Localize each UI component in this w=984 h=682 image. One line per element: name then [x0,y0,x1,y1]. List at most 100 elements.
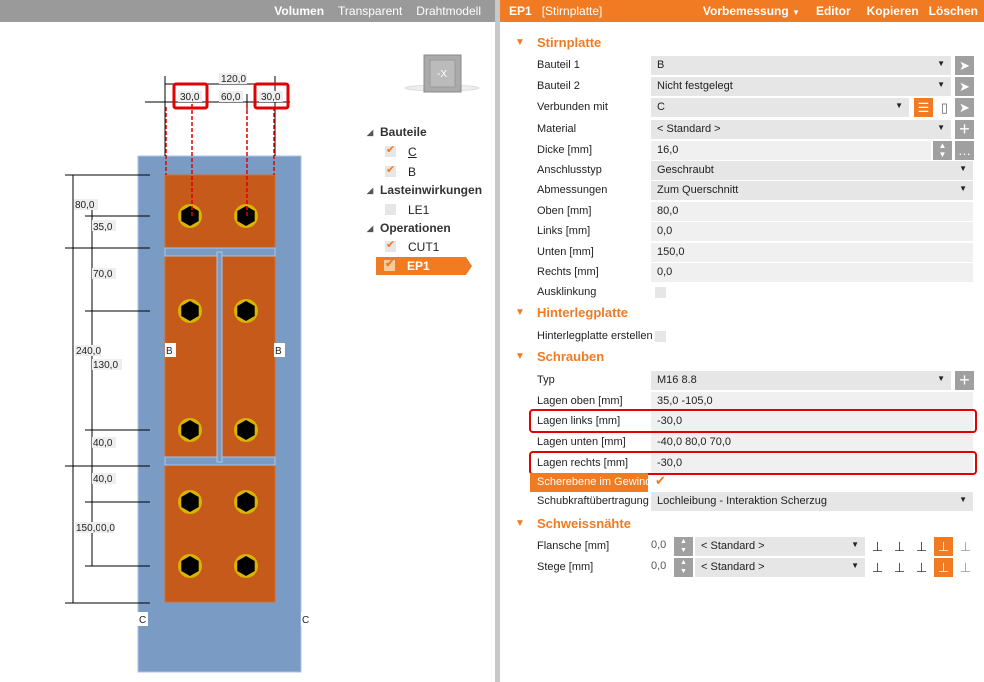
row-hinterleg-erstellen: Hinterlegplatte erstellen [500,327,984,347]
weld-none-icon[interactable]: ⊥ [959,539,972,554]
lagen-links-input[interactable]: -30,0 [651,412,973,431]
kopieren-button[interactable]: Kopieren [866,4,919,18]
dim-40-b: 40,0 [93,474,113,485]
editor-button[interactable]: Editor [815,4,851,18]
scherebene-checkbox[interactable]: ✔ [655,473,666,488]
row-lagen-rechts: Lagen rechts [mm]-30,0 [500,454,984,474]
tree-group-lasteinwirkungen[interactable]: ◢Lasteinwirkungen [367,183,483,197]
operation-header: EP1 [Stirnplatte] Vorbemessung ▼ Editor … [500,0,984,22]
lagen-unten-input[interactable]: -40,0 80,0 70,0 [651,433,973,452]
rechts-input[interactable]: 0,0 [651,263,973,282]
checkbox-le1[interactable] [385,204,396,215]
tree-item-le1[interactable]: LE1 [385,203,429,217]
row-lagen-links: Lagen links [mm]-30,0 [500,412,984,432]
stege-stepper[interactable]: ▲▼ [674,558,693,577]
more-options-icon[interactable]: … [955,141,974,160]
unten-input[interactable]: 150,0 [651,243,973,262]
checkbox-cut1[interactable] [385,238,396,252]
add-material-icon[interactable]: + [955,120,974,139]
highlight-lagen-rechts [529,451,977,475]
dim-80: 80,0 [75,200,95,211]
weld-none-icon[interactable]: ⊥ [959,560,972,575]
lagen-oben-input[interactable]: 35,0 -105,0 [651,392,973,411]
dicke-input[interactable]: 16,0 [651,141,931,160]
stege-size: 0,0 [651,560,667,572]
add-bolt-icon[interactable]: + [955,371,974,390]
column-label-left: C [139,615,146,626]
bauteil2-select[interactable]: Nicht festgelegt▼ [651,77,951,96]
ausklinkung-checkbox[interactable] [655,287,666,298]
view-mode-volumen[interactable]: Volumen [274,4,325,18]
oben-input[interactable]: 80,0 [651,202,973,221]
material-select[interactable]: < Standard >▼ [651,120,951,139]
tree-item-cut1[interactable]: CUT1 [385,238,439,254]
weld-full-icon[interactable]: ⊥ [934,558,953,577]
3d-view-panel[interactable]: Volumen Transparent Drahtmodell -X 120,0… [0,0,495,682]
weld-left-icon[interactable]: ⊥ [871,560,884,575]
weld-both-icon[interactable]: ⊥ [915,539,928,554]
bolt-hex-icon [237,301,255,321]
dim-150: 150,0 [76,523,101,534]
flange-connect-icon[interactable]: ☰ [914,98,933,117]
highlight-dim-left [172,82,209,110]
bolt-type-select[interactable]: M16 8.8▼ [651,371,951,390]
links-input[interactable]: 0,0 [651,222,973,241]
dim-70: 70,0 [93,269,113,280]
view-mode-drahtmodell[interactable]: Drahtmodell [416,4,481,18]
view-mode-transparent[interactable]: Transparent [338,4,403,18]
tree-item-c[interactable]: C [385,143,417,159]
row-lagen-oben: Lagen oben [mm]35,0 -105,0 [500,392,984,412]
view-cube-label: -X [437,69,447,80]
flansche-stepper[interactable]: ▲▼ [674,537,693,556]
stege-weld-select[interactable]: < Standard >▼ [695,558,865,577]
pick-cursor-icon[interactable]: ➤ [955,77,974,96]
vorbemessung-menu[interactable]: Vorbemessung ▼ [702,4,800,18]
bolt-hex-icon [181,301,199,321]
pick-cursor-icon[interactable]: ➤ [955,98,974,117]
loeschen-button[interactable]: Löschen [928,4,978,18]
row-oben: Oben [mm]80,0 [500,202,984,222]
view-cube[interactable]: -X [404,54,480,93]
flansche-weld-select[interactable]: < Standard >▼ [695,537,865,556]
checkbox-ep1[interactable] [384,257,395,271]
operation-type: [Stirnplatte] [541,4,603,18]
operation-id: EP1 [509,4,532,18]
anschluss-select[interactable]: Geschraubt▼ [651,161,973,180]
pick-cursor-icon[interactable]: ➤ [955,56,974,75]
weld-right-icon[interactable]: ⊥ [893,560,906,575]
bolt-hex-icon [181,556,199,576]
dim-35: 35,0 [93,222,113,233]
checkbox-c[interactable] [385,143,396,157]
dicke-stepper[interactable]: ▲▼ [933,141,952,160]
checkbox-b[interactable] [385,163,396,177]
row-ausklinkung: Ausklinkung [500,283,984,303]
bolt-hex-icon [181,206,199,226]
abmessungen-select[interactable]: Zum Querschnitt▼ [651,181,973,200]
verbunden-select[interactable]: C▼ [651,98,909,117]
panel-splitter[interactable] [495,0,500,682]
connection-drawing: -X 120,0 30,0 60,0 30,0 80,0 35,0 70,0 2… [65,54,480,673]
bauteil1-select[interactable]: B▼ [651,56,951,75]
weld-right-icon[interactable]: ⊥ [893,539,906,554]
web-connect-icon[interactable]: ▯ [935,98,954,117]
tree-group-operationen[interactable]: ◢Operationen [367,221,451,235]
tree-item-b[interactable]: B [385,163,416,179]
hinterleg-checkbox[interactable] [655,331,666,342]
tree-group-bauteile[interactable]: ◢Bauteile [367,125,427,139]
dim-top-right: 30,0 [261,92,281,103]
schub-select[interactable]: Lochleibung - Interaktion Scherzug▼ [651,492,973,511]
weld-full-icon[interactable]: ⊥ [934,537,953,556]
bolt-hex-icon [237,420,255,440]
highlight-lagen-links [529,409,977,433]
lagen-rechts-input[interactable]: -30,0 [651,454,973,473]
bolt-hex-icon [237,492,255,512]
dim-top-mid: 60,0 [221,92,241,103]
tree-item-ep1[interactable]: EP1 [376,257,472,275]
weld-both-icon[interactable]: ⊥ [915,560,928,575]
weld-left-icon[interactable]: ⊥ [871,539,884,554]
bolt-hex-icon [237,556,255,576]
